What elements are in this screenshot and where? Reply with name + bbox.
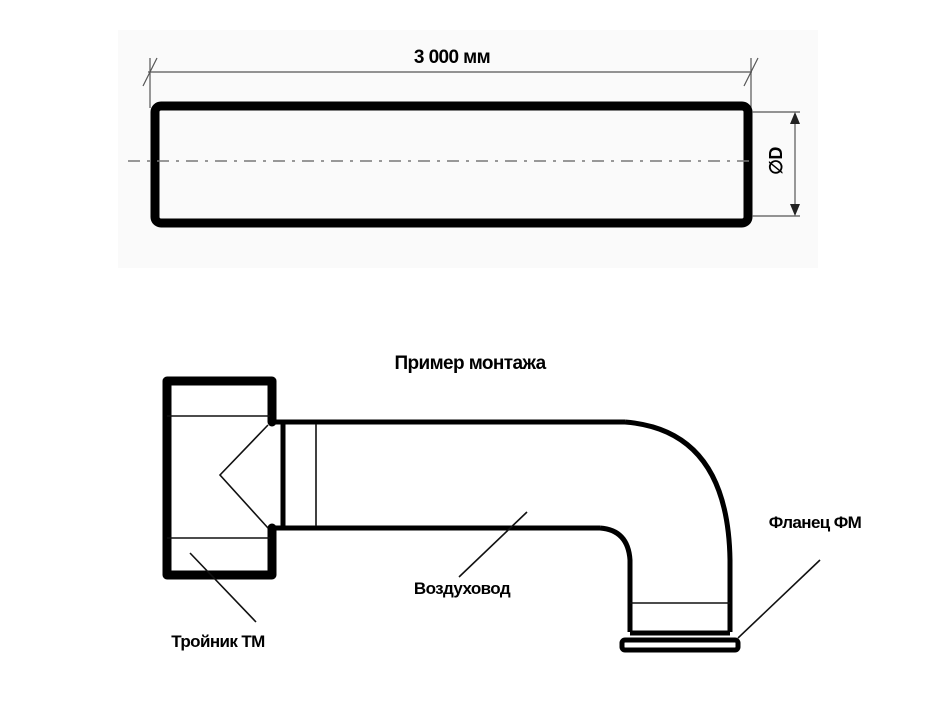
flange-leader-line bbox=[737, 559, 821, 639]
tick-mark-left bbox=[142, 57, 158, 87]
callout-tee-label: Тройник ТМ bbox=[171, 632, 265, 651]
arrow-up-icon bbox=[790, 112, 800, 124]
diameter-dimension: ∅D bbox=[752, 111, 800, 217]
duct-outline bbox=[150, 101, 753, 228]
air-duct bbox=[272, 419, 733, 632]
tick-mark-right bbox=[743, 57, 759, 87]
diameter-label: ∅D bbox=[766, 147, 786, 175]
tee-leader-line bbox=[189, 552, 257, 623]
flange bbox=[619, 630, 741, 653]
assembly-example: Пример монтажа Т bbox=[162, 353, 862, 653]
arrow-down-icon bbox=[790, 204, 800, 216]
assembly-title: Пример монтажа bbox=[394, 353, 546, 374]
tee-fitting bbox=[162, 376, 277, 580]
callout-duct-label: Воздуховод bbox=[414, 579, 511, 598]
duct-section-drawing: 3 000 мм ∅D bbox=[118, 30, 818, 268]
callout-flange-label: Фланец ФМ bbox=[769, 513, 862, 532]
duct-leader-line bbox=[458, 511, 528, 578]
length-dimension-label: 3 000 мм bbox=[414, 47, 490, 68]
drawing-background bbox=[118, 30, 818, 268]
length-dimension: 3 000 мм bbox=[142, 47, 759, 108]
